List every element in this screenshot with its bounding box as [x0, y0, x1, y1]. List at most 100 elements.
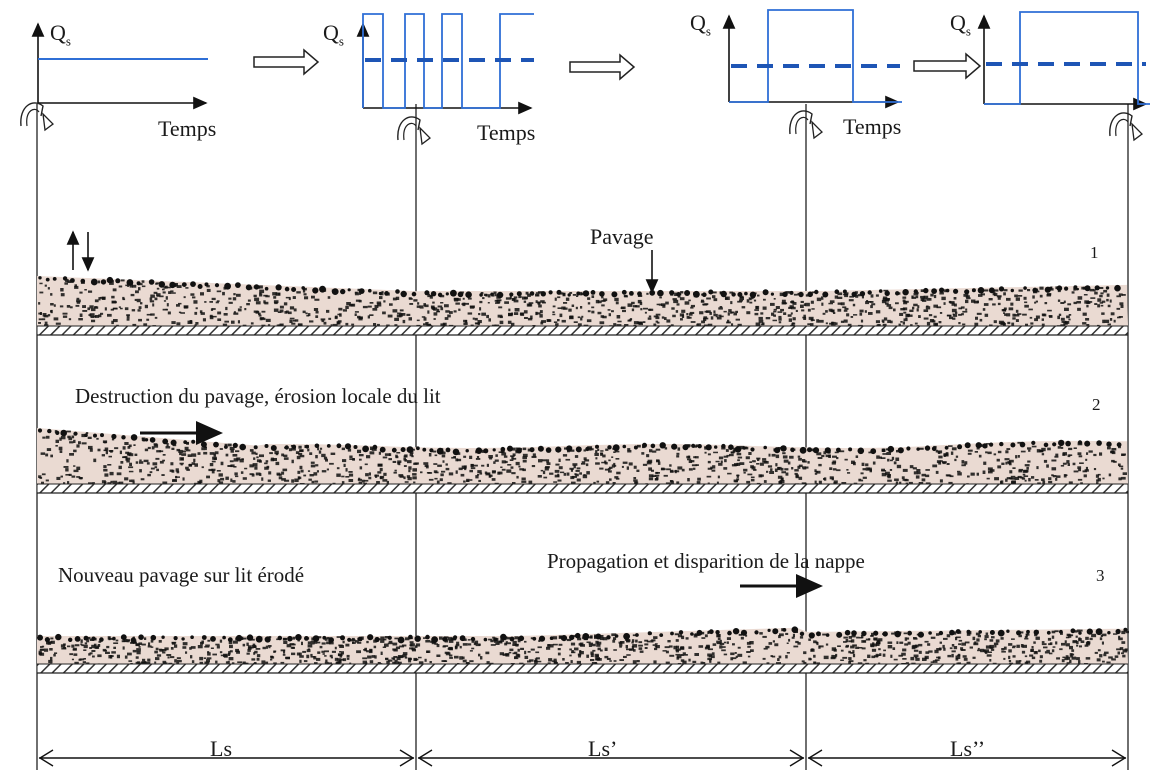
- sediment-grain: [440, 302, 444, 304]
- sediment-grain: [41, 473, 46, 476]
- sediment-grain: [611, 633, 617, 637]
- sediment-grain: [1111, 459, 1115, 463]
- bed-panel-3: [36, 626, 1129, 674]
- sediment-grain: [553, 321, 558, 323]
- sediment-grain: [1095, 474, 1099, 478]
- sediment-grain: [183, 296, 186, 299]
- sediment-grain: [65, 468, 69, 472]
- sediment-grain: [575, 473, 579, 477]
- sediment-grain: [694, 633, 700, 636]
- armour-grain: [190, 635, 194, 639]
- sediment-grain: [738, 633, 742, 636]
- sediment-grain: [1046, 293, 1052, 296]
- sediment-grain: [1007, 461, 1011, 464]
- armour-grain: [414, 635, 421, 642]
- sediment-grain: [95, 646, 99, 649]
- bed-panel-2: [36, 428, 1129, 494]
- sediment-grain: [855, 291, 858, 294]
- sediment-grain: [273, 650, 276, 653]
- sediment-grain: [1017, 313, 1022, 315]
- sediment-grain: [542, 301, 546, 304]
- sediment-grain: [236, 650, 240, 654]
- sediment-grain: [211, 308, 216, 310]
- armour-grain: [516, 448, 522, 454]
- sediment-grain: [150, 467, 155, 470]
- transition-arrow-3: [913, 52, 982, 80]
- sediment-grain: [415, 643, 421, 647]
- sediment-grain: [591, 448, 594, 451]
- sediment-grain: [1019, 631, 1024, 634]
- sediment-grain: [477, 473, 480, 476]
- sediment-grain: [1036, 449, 1041, 453]
- sediment-grain: [1062, 462, 1067, 465]
- sediment-grain: [540, 469, 544, 472]
- sediment-grain: [324, 661, 329, 665]
- armour-grain: [575, 446, 582, 453]
- sediment-grain: [882, 296, 888, 300]
- sediment-grain: [396, 314, 402, 318]
- sediment-grain: [392, 642, 398, 646]
- sediment-grain: [638, 644, 643, 647]
- sediment-grain: [1073, 630, 1078, 633]
- sediment-grain: [1076, 644, 1079, 647]
- sediment-grain: [215, 301, 219, 304]
- sediment-grain: [913, 649, 919, 652]
- graph-1-axis-label: Qs: [50, 20, 71, 49]
- armour-grain: [682, 444, 689, 451]
- sediment-grain: [142, 439, 146, 442]
- sediment-grain: [1090, 297, 1096, 299]
- sediment-grain: [514, 657, 519, 660]
- sediment-grain: [571, 650, 574, 653]
- sediment-grain: [230, 464, 235, 468]
- sediment-grain: [939, 312, 943, 314]
- sediment-grain: [882, 453, 887, 455]
- sediment-grain: [936, 306, 942, 309]
- sediment-grain: [1079, 629, 1083, 632]
- armour-grain: [1016, 630, 1022, 636]
- armour-grain: [1044, 286, 1051, 293]
- sediment-grain: [469, 650, 473, 652]
- armour-grain: [52, 277, 57, 281]
- sediment-grain: [711, 655, 715, 659]
- sediment-grain: [91, 319, 96, 323]
- sediment-grain: [887, 645, 893, 649]
- sediment-grain: [811, 308, 815, 310]
- sediment-grain: [303, 660, 308, 663]
- sediment-grain: [42, 436, 46, 439]
- sediment-grain: [579, 642, 584, 646]
- sediment-grain: [162, 308, 167, 311]
- sediment-grain: [818, 645, 824, 648]
- sediment-grain: [528, 480, 533, 484]
- sediment-grain: [1121, 630, 1126, 635]
- sediment-grain: [39, 312, 42, 315]
- sediment-grain: [611, 456, 614, 458]
- sediment-grain: [239, 459, 244, 463]
- sediment-grain: [303, 474, 307, 477]
- sediment-grain: [83, 658, 86, 660]
- sediment-grain: [393, 471, 397, 474]
- sediment-grain: [535, 300, 538, 304]
- sediment-grain: [165, 446, 171, 449]
- armour-grain: [928, 631, 932, 635]
- sediment-grain: [844, 294, 849, 298]
- sediment-grain: [1002, 309, 1007, 312]
- sediment-grain: [315, 455, 318, 459]
- sediment-grain: [951, 650, 956, 653]
- sediment-grain: [928, 650, 933, 653]
- sediment-grain: [448, 646, 453, 650]
- armour-grain: [264, 636, 271, 643]
- sediment-grain: [39, 477, 43, 479]
- sediment-grain: [760, 312, 764, 315]
- armour-grain: [576, 291, 581, 296]
- sediment-grain: [1017, 441, 1022, 444]
- sediment-grain: [681, 468, 685, 472]
- sediment-grain: [478, 313, 481, 316]
- flow-swirl-inner-4: [1115, 118, 1129, 137]
- sediment-grain: [712, 643, 717, 646]
- sediment-grain: [984, 289, 989, 292]
- sediment-grain: [217, 318, 222, 321]
- sediment-grain: [648, 477, 654, 481]
- sediment-grain: [902, 296, 907, 299]
- sediment-grain: [261, 660, 266, 664]
- sediment-grain: [127, 652, 132, 656]
